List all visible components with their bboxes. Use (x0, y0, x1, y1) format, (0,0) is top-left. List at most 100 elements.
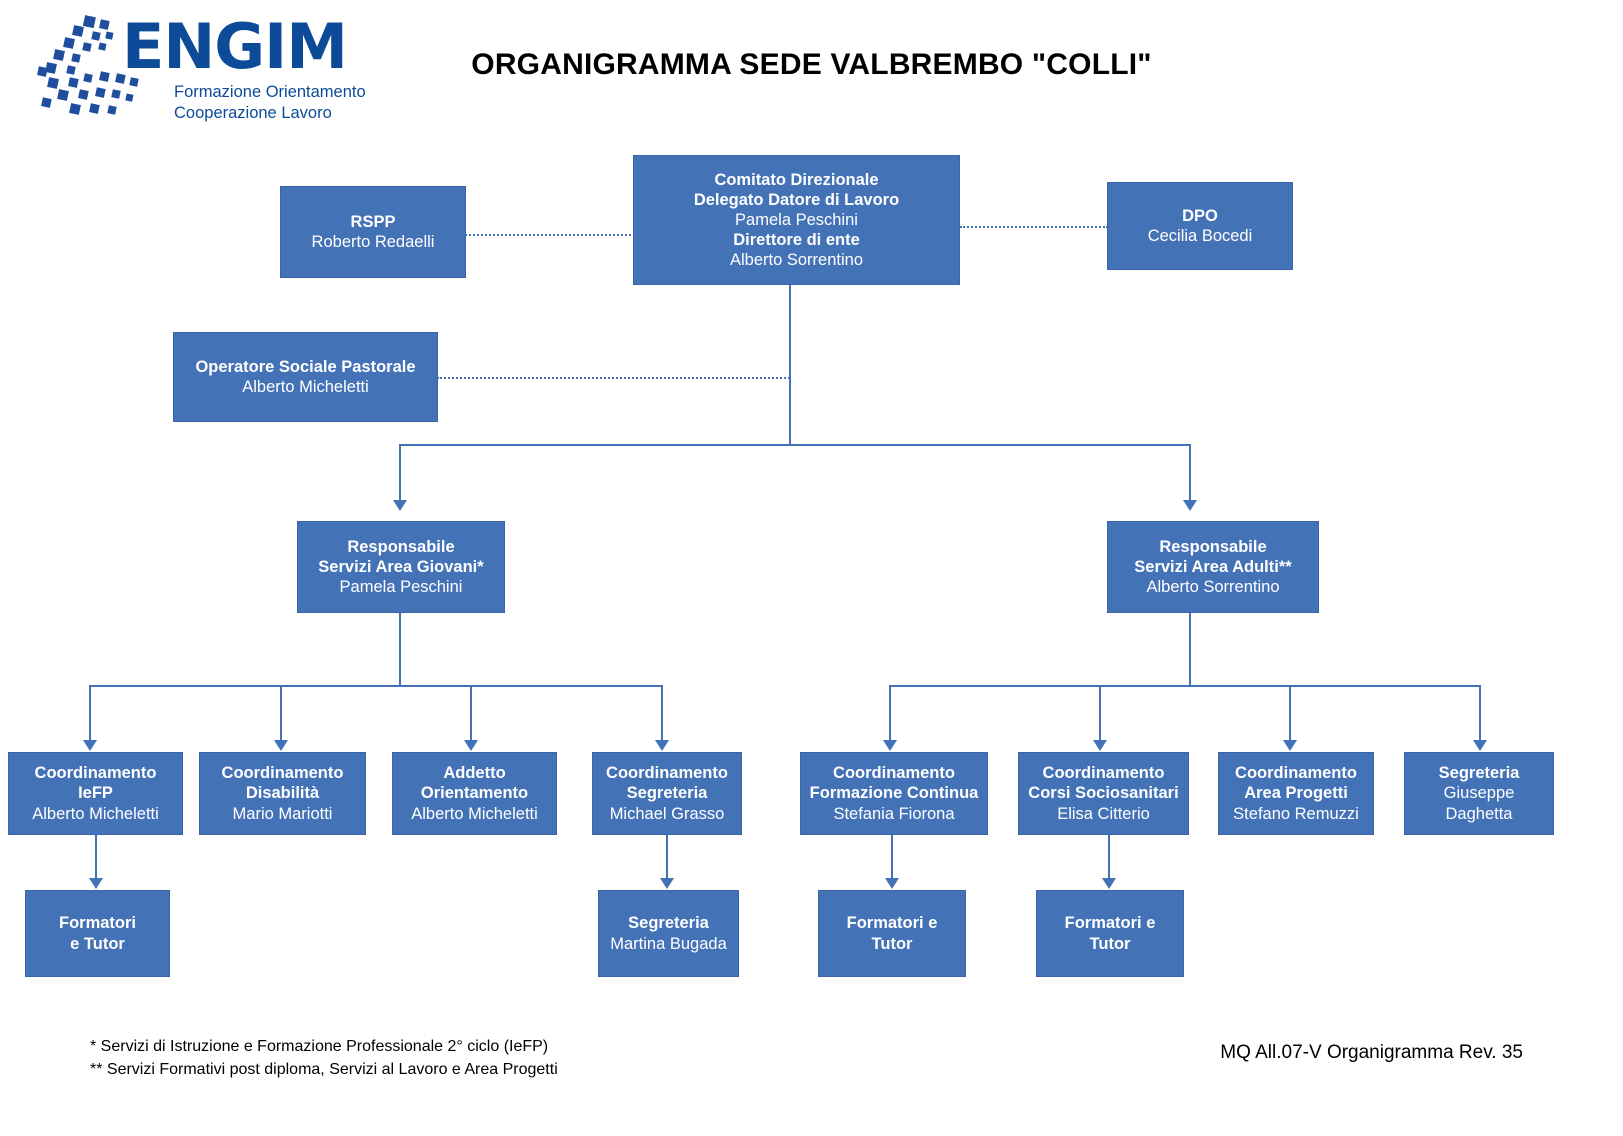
addetto-orientamento-line2: Orientamento (420, 784, 529, 803)
operatore-person: Alberto Micheletti (242, 378, 369, 396)
coord-segreteria-line2: Segreteria (626, 784, 708, 803)
node-operatore-sociale-pastorale[interactable]: Operatore Sociale Pastorale Alberto Mich… (173, 332, 438, 422)
connector-giovani-stem-2 (280, 685, 282, 742)
coord-fc-line2: Formazione Continua (809, 784, 979, 803)
logo-tagline: Formazione Orientamento Cooperazione Lav… (174, 82, 366, 123)
segreteria-giuseppe-role: Segreteria (1438, 764, 1520, 783)
coord-fc-line1: Coordinamento (833, 764, 955, 783)
connector-giovani-stem-3 (470, 685, 472, 742)
comitato-line4: Direttore di ente (733, 231, 860, 250)
rspp-role: RSPP (350, 212, 396, 231)
node-dpo[interactable]: DPO Cecilia Bocedi (1107, 182, 1293, 270)
coord-ss-line2: Corsi Sociosanitari (1028, 784, 1179, 803)
node-coordinamento-area-progetti[interactable]: Coordinamento Area Progetti Stefano Remu… (1218, 752, 1374, 835)
coord-iefp-line2: IeFP (78, 784, 113, 803)
comitato-line1: Comitato Direzionale (714, 170, 879, 189)
footnote-one: * Servizi di Istruzione e Formazione Pro… (90, 1038, 549, 1055)
resp-giovani-person: Pamela Peschini (339, 578, 463, 597)
coord-ap-line2: Area Progetti (1244, 784, 1348, 803)
node-coordinamento-corsi-sociosanitari[interactable]: Coordinamento Corsi Sociosanitari Elisa … (1018, 752, 1189, 835)
coord-disabilita-person: Mario Mariotti (232, 804, 333, 823)
coord-ap-person: Stefano Remuzzi (1233, 804, 1359, 823)
arrow-to-coord-formazione-continua (883, 740, 897, 751)
formatori-ss-line2: Tutor (1089, 934, 1131, 953)
node-segreteria-giuseppe-daghetta[interactable]: Segreteria Giuseppe Daghetta (1404, 752, 1554, 835)
arrow-to-formatori-ss (1102, 878, 1116, 889)
coord-ap-line1: Coordinamento (1235, 764, 1357, 783)
coord-segreteria-person: Michael Grasso (609, 804, 725, 823)
node-coordinamento-formazione-continua[interactable]: Coordinamento Formazione Continua Stefan… (800, 752, 988, 835)
comitato-line3: Pamela Peschini (735, 210, 858, 229)
node-addetto-orientamento[interactable]: Addetto Orientamento Alberto Micheletti (392, 752, 557, 835)
resp-adulti-line1: Responsabile (1159, 537, 1267, 556)
arrow-to-resp-giovani (393, 500, 407, 511)
node-responsabile-area-adulti[interactable]: Responsabile Servizi Area Adulti** Alber… (1107, 521, 1319, 613)
arrow-to-resp-adulti (1183, 500, 1197, 511)
dpo-role: DPO (1182, 206, 1218, 225)
arrow-to-coord-area-progetti (1283, 740, 1297, 751)
connector-split-bar-level1 (399, 444, 1191, 446)
segreteria-giuseppe-person-line2: Daghetta (1445, 804, 1513, 823)
arrow-to-addetto-orientamento (464, 740, 478, 751)
connector-adulti-stem-1 (889, 685, 891, 742)
segreteria-giuseppe-person-line1: Giuseppe (1443, 784, 1515, 803)
connector-down-to-giovani (399, 444, 401, 502)
comitato-line5: Alberto Sorrentino (730, 251, 863, 270)
node-rspp[interactable]: RSPP Roberto Redaelli (280, 186, 466, 278)
arrow-to-segreteria-giuseppe (1473, 740, 1487, 751)
arrow-to-coord-iefp (83, 740, 97, 751)
engim-logo: ENGIM Formazione Orientamento Cooperazio… (26, 10, 386, 123)
connector-down-to-adulti (1189, 444, 1191, 502)
dpo-person: Cecilia Bocedi (1147, 227, 1253, 245)
resp-adulti-line2: Servizi Area Adulti** (1134, 557, 1292, 576)
connector-adulti-stem-3 (1289, 685, 1291, 742)
segreteria-martina-role: Segreteria (628, 914, 709, 933)
node-segreteria-martina-bugada[interactable]: Segreteria Martina Bugada (598, 890, 739, 977)
page-title: ORGANIGRAMMA SEDE VALBREMBO "COLLI" (471, 48, 1152, 81)
coord-ss-line1: Coordinamento (1042, 764, 1165, 783)
comitato-line2: Delegato Datore di Lavoro (693, 190, 900, 209)
connector-giovani-stem-1 (89, 685, 91, 742)
node-comitato-direzionale[interactable]: Comitato Direzionale Delegato Datore di … (633, 155, 960, 285)
coord-iefp-line1: Coordinamento (34, 764, 157, 783)
coord-disabilita-line1: Coordinamento (221, 764, 344, 783)
arrow-to-formatori-fc (885, 878, 899, 889)
connector-rspp-comitato (465, 234, 635, 236)
connector-comitato-dpo (960, 226, 1108, 228)
node-responsabile-area-giovani[interactable]: Responsabile Servizi Area Giovani* Pamel… (297, 521, 505, 613)
node-formatori-tutor-formazione-continua[interactable]: Formatori e Tutor (818, 890, 966, 977)
segreteria-martina-person: Martina Bugada (610, 934, 727, 953)
formatori-iefp-line1: Formatori (58, 914, 136, 933)
resp-giovani-line1: Responsabile (347, 537, 455, 556)
connector-fc-to-formatori (891, 835, 893, 880)
coord-fc-person: Stefania Fiorona (833, 804, 955, 823)
connector-ss-to-formatori (1108, 835, 1110, 880)
arrow-to-coord-segreteria (655, 740, 669, 751)
connector-adulti-bar (889, 685, 1480, 687)
document-reference: MQ All.07-V Organigramma Rev. 35 (1220, 1042, 1523, 1063)
addetto-orientamento-line1: Addetto (443, 764, 506, 783)
connector-operatore-trunk (437, 377, 790, 379)
logo-dot-swirl-icon (37, 15, 139, 115)
node-coordinamento-iefp[interactable]: Coordinamento IeFP Alberto Micheletti (8, 752, 183, 835)
coord-ss-person: Elisa Citterio (1057, 804, 1150, 823)
operatore-role: Operatore Sociale Pastorale (195, 357, 416, 376)
formatori-ss-line1: Formatori e (1064, 914, 1156, 933)
connector-segreteria-to-martina (666, 835, 668, 880)
connector-giovani-stem-4 (661, 685, 663, 742)
footnote-two: ** Servizi Formativi post diploma, Servi… (90, 1061, 558, 1078)
connector-trunk-vertical (789, 285, 791, 445)
node-formatori-tutor-iefp[interactable]: Formatori e Tutor (25, 890, 170, 977)
coord-iefp-person: Alberto Micheletti (32, 804, 159, 823)
formatori-iefp-line2: e Tutor (70, 934, 125, 953)
node-coordinamento-disabilita[interactable]: Coordinamento Disabilità Mario Mariotti (199, 752, 366, 835)
formatori-fc-line2: Tutor (871, 934, 913, 953)
coord-disabilita-line2: Disabilità (245, 784, 320, 803)
connector-adulti-down (1189, 613, 1191, 686)
connector-iefp-to-formatori (95, 835, 97, 880)
formatori-fc-line1: Formatori e (846, 914, 938, 933)
node-coordinamento-segreteria[interactable]: Coordinamento Segreteria Michael Grasso (592, 752, 742, 835)
node-formatori-tutor-sociosanitari[interactable]: Formatori e Tutor (1036, 890, 1184, 977)
resp-adulti-person: Alberto Sorrentino (1146, 578, 1280, 597)
arrow-to-segreteria-martina (660, 878, 674, 889)
